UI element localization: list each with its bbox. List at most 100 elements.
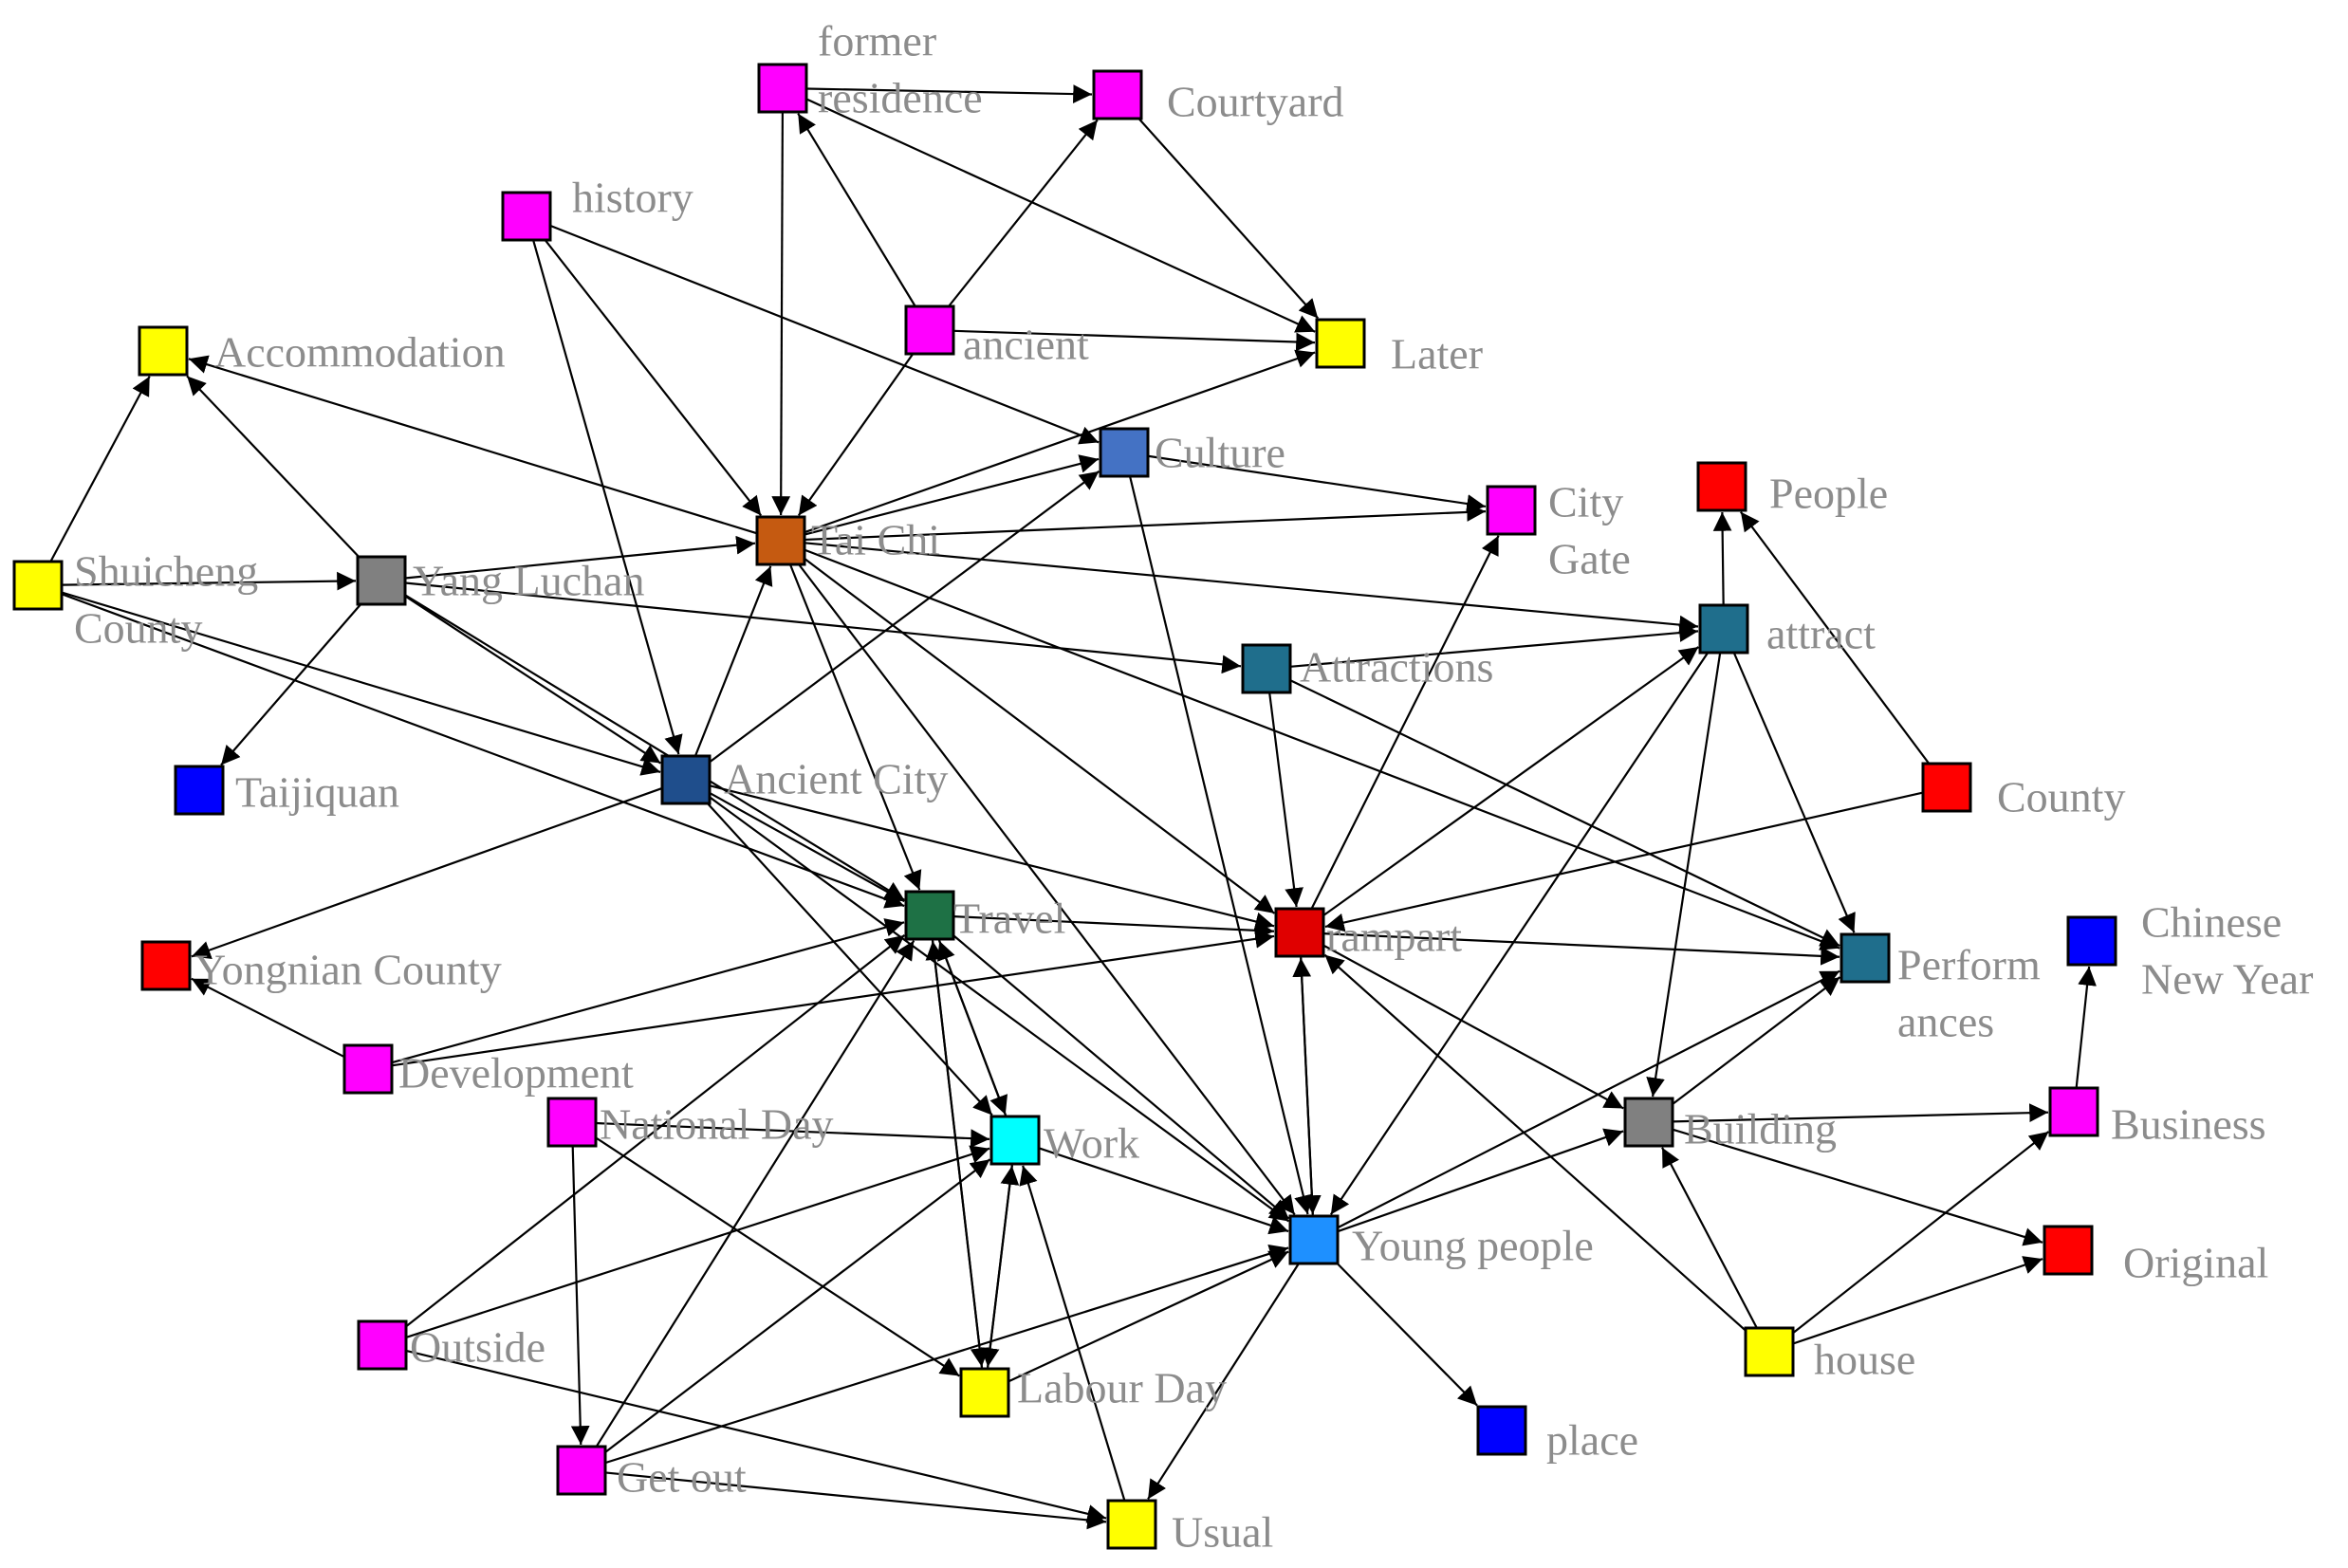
node-layer: [12, 63, 2117, 1550]
edge-attract-to-performances: [1732, 652, 1856, 933]
edge-outside-to-work: [405, 1145, 990, 1338]
node-label-get-out: Get out: [617, 1453, 747, 1502]
node-rampart[interactable]: [1274, 907, 1325, 958]
edge-national_day-to-labour_day: [595, 1136, 960, 1377]
edge-rampart-to-performances: [1322, 932, 1840, 966]
node-label-yang-luchan: Yang Luchan: [413, 557, 644, 605]
node-label-ancient: ancient: [963, 321, 1089, 369]
edge-house-to-building: [1661, 1147, 1758, 1329]
edge-young_people-to-building: [1337, 1128, 1624, 1233]
node-performances[interactable]: [1840, 932, 1891, 984]
edge-attractions-to-rampart: [1268, 692, 1303, 908]
node-label-building: Building: [1684, 1105, 1837, 1153]
node-labour-day[interactable]: [959, 1367, 1010, 1418]
node-label-performances-line-2: ances: [1897, 998, 1994, 1046]
node-attract[interactable]: [1698, 603, 1749, 655]
edge-get_out-to-travel: [595, 940, 915, 1448]
node-original[interactable]: [2043, 1225, 2094, 1276]
edge-work-to-young_people: [1038, 1147, 1289, 1235]
edge-tai_chi-to-attract: [804, 542, 1699, 635]
edge-yang_luchan-to-accommodation: [186, 375, 361, 558]
edge-get_out-to-work: [604, 1158, 991, 1453]
node-yongnian-county[interactable]: [140, 940, 192, 991]
edge-layer: [49, 84, 2097, 1530]
edge-ancient-to-former_residence: [797, 113, 916, 307]
edge-county-to-rampart: [1324, 791, 1924, 932]
node-ancient[interactable]: [904, 304, 955, 356]
node-label-labour-day: Labour Day: [1017, 1364, 1227, 1412]
node-label-chinese-new-year-line-1: Chinese: [2141, 898, 2282, 947]
node-get-out[interactable]: [556, 1445, 607, 1496]
node-place[interactable]: [1476, 1405, 1527, 1456]
node-yang-luchan[interactable]: [356, 555, 407, 606]
node-label-usual: Usual: [1172, 1508, 1273, 1557]
edge-former_residence-to-courtyard: [805, 84, 1093, 103]
edge-house-to-rampart: [1323, 953, 1747, 1332]
node-former-residence[interactable]: [757, 63, 808, 114]
node-shuicheng-county[interactable]: [12, 560, 64, 611]
node-label-work: Work: [1044, 1119, 1139, 1168]
node-development[interactable]: [342, 1043, 394, 1095]
edge-business-to-chinese_new_year: [2075, 966, 2097, 1089]
node-county[interactable]: [1921, 762, 1972, 813]
edge-ancient_city-to-work: [707, 802, 993, 1116]
edge-house-to-original: [1792, 1256, 2043, 1345]
edge-ancient_city-to-yongnian_county: [191, 786, 663, 960]
node-ancient-city[interactable]: [660, 754, 712, 805]
edge-rampart-to-attract: [1322, 646, 1700, 916]
node-later[interactable]: [1315, 318, 1366, 369]
node-chinese-new-year[interactable]: [2066, 915, 2117, 967]
node-young-people[interactable]: [1288, 1214, 1340, 1265]
edge-former_residence-to-tai_chi: [771, 111, 791, 516]
edge-culture-to-city_gate: [1147, 454, 1487, 513]
node-label-ancient-city: Ancient City: [724, 755, 948, 803]
node-courtyard[interactable]: [1092, 69, 1143, 120]
edge-young_people-to-place: [1336, 1263, 1478, 1407]
edge-work-to-travel: [936, 940, 1008, 1117]
node-label-county: County: [1997, 773, 2125, 821]
node-label-travel: Travel: [953, 895, 1065, 943]
node-city-gate[interactable]: [1486, 485, 1537, 536]
edge-history-to-tai_chi: [544, 239, 763, 517]
node-accommodation[interactable]: [138, 325, 189, 377]
node-outside[interactable]: [357, 1319, 408, 1371]
node-people[interactable]: [1696, 461, 1747, 512]
node-culture[interactable]: [1099, 427, 1150, 478]
edge-ancient_city-to-tai_chi: [693, 565, 773, 757]
edge-ancient_city-to-culture: [709, 470, 1100, 764]
edge-attract-to-young_people: [1329, 652, 1710, 1215]
edge-development-to-rampart: [391, 930, 1275, 1067]
node-label-place: place: [1546, 1416, 1638, 1465]
edge-county-to-people: [1740, 510, 1931, 765]
edge-tai_chi-to-young_people: [798, 563, 1296, 1216]
edge-development-to-yongnian_county: [191, 977, 345, 1059]
node-label-national-day: National Day: [600, 1100, 834, 1149]
edge-yang_luchan-to-taijiquan: [220, 603, 362, 766]
node-usual[interactable]: [1106, 1499, 1157, 1550]
edge-building-to-business: [1672, 1103, 2049, 1123]
node-label-people: People: [1769, 470, 1888, 518]
node-label-rampart: rampart: [1326, 913, 1462, 961]
edge-ancient-to-later: [952, 329, 1316, 352]
edge-house-to-business: [1792, 1131, 2050, 1335]
node-taijiquan[interactable]: [174, 765, 225, 816]
edge-shuicheng_county-to-ancient_city: [61, 591, 661, 776]
node-label-chinese-new-year-line-2: New Year: [2141, 955, 2313, 1004]
node-label-business: Business: [2111, 1100, 2266, 1149]
edge-attract-to-building: [1646, 652, 1722, 1098]
node-national-day[interactable]: [546, 1097, 598, 1148]
edge-travel-to-young_people: [952, 934, 1290, 1220]
node-house[interactable]: [1744, 1326, 1795, 1377]
node-history[interactable]: [501, 191, 552, 242]
node-work[interactable]: [989, 1115, 1041, 1166]
node-attractions[interactable]: [1241, 643, 1292, 694]
edge-rampart-to-building: [1322, 944, 1624, 1110]
node-building[interactable]: [1623, 1097, 1674, 1148]
node-business[interactable]: [2048, 1086, 2099, 1137]
edge-young_people-to-usual: [1147, 1263, 1300, 1500]
edge-courtyard-to-later: [1137, 118, 1320, 320]
node-label-culture: Culture: [1155, 429, 1285, 477]
node-tai-chi[interactable]: [755, 515, 806, 566]
node-travel[interactable]: [904, 890, 955, 941]
node-label-former-residence-line-2: residence: [818, 74, 983, 122]
